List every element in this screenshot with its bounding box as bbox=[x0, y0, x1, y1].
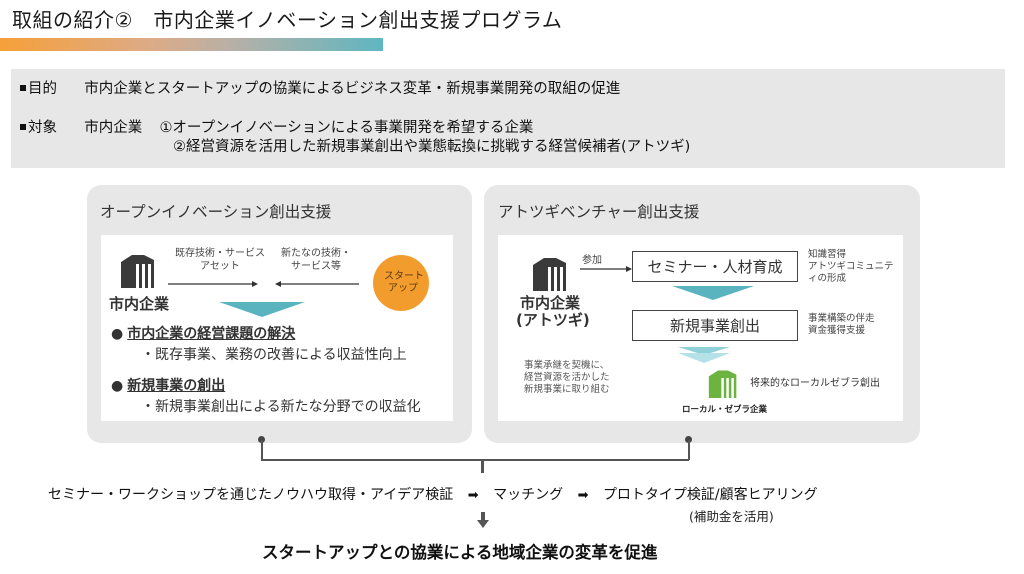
company-label: 市内企業 bbox=[109, 295, 170, 313]
note-line: 知識習得 bbox=[808, 249, 847, 260]
step-seminar-box: セミナー・人材育成 bbox=[632, 251, 798, 282]
point-1-heading: ●市内企業の経営課題の解決 bbox=[111, 323, 407, 343]
connector-stem bbox=[481, 460, 484, 473]
title-accent-bar bbox=[0, 38, 383, 51]
building-icon bbox=[533, 258, 566, 291]
connector-dot-left bbox=[258, 436, 265, 443]
purpose-label: 目的 bbox=[28, 81, 57, 97]
step-seminar-note: 知識習得 アトツギコミュニテ ィの形成 bbox=[808, 249, 894, 285]
target-item-1: ①オープンイノベーションによる事業開発を希望する企業 bbox=[159, 120, 534, 136]
atotsugi-panel: 市内企業 (アトツギ) 参加 セミナー・人材育成 知識習得 アトツギコミュニテ … bbox=[498, 235, 903, 421]
outcome-company-label: ローカル・ゼブラ企業 bbox=[682, 405, 768, 415]
building-icon bbox=[121, 255, 154, 288]
page-title: 取組の紹介② 市内企業イノベーション創出支援プログラム bbox=[12, 8, 563, 32]
company-label-line: (アトツギ) bbox=[516, 311, 590, 329]
note-line: 事業承継を契機に、 bbox=[524, 360, 610, 371]
arrow-left-caption-line: 既存技術・サービス bbox=[175, 248, 265, 259]
target-label: 対象 bbox=[28, 120, 57, 136]
arrow-right-caption-line: サービス等 bbox=[291, 261, 341, 272]
point-2-heading: ●新規事業の創出 bbox=[111, 375, 421, 395]
target-row: 対象 市内企業 ①オープンイノベーションによる事業開発を希望する企業 bbox=[20, 116, 533, 137]
connector-dot-right bbox=[685, 436, 692, 443]
connector-line-horizontal bbox=[261, 459, 689, 461]
arrow-left-caption-line: アセット bbox=[200, 261, 240, 272]
startup-label-line: スタート bbox=[384, 271, 424, 282]
arrow-right-caption-line: 新たなの技術・ bbox=[281, 248, 351, 259]
atotsugi-left-note: 事業承継を契機に、 経営資源を活かした 新規事業に取り組む bbox=[524, 360, 610, 396]
conclusion-text: スタートアップとの協業による地域企業の変革を促進 bbox=[262, 543, 658, 562]
process-flow: セミナー・ワークショップを通じたノウハウ取得・アイデア検証 ➡ マッチング ➡ … bbox=[48, 484, 818, 504]
flow-step-3-note: (補助金を活用) bbox=[689, 509, 774, 524]
note-line: 資金獲得支援 bbox=[808, 325, 866, 336]
arrow-right-icon bbox=[580, 266, 632, 272]
open-innovation-title: オープンイノベーション創出支援 bbox=[100, 203, 332, 221]
startup-label-line: アップ bbox=[388, 283, 418, 294]
atotsugi-company-label: 市内企業 (アトツギ) bbox=[516, 294, 590, 329]
right-arrow-icon: ➡ bbox=[467, 488, 479, 503]
point-2-heading-text: 新規事業の創出 bbox=[127, 378, 226, 394]
note-line: 新規事業に取り組む bbox=[524, 384, 610, 395]
flow-step-1: セミナー・ワークショップを通じたノウハウ取得・アイデア検証 bbox=[48, 487, 454, 503]
arrow-right-caption: 新たなの技術・ サービス等 bbox=[273, 247, 359, 273]
arrow-left-caption: 既存技術・サービス アセット bbox=[167, 247, 273, 273]
open-innovation-panel: 市内企業 既存技術・サービス アセット 新たなの技術・ サービス等 スタート ア… bbox=[101, 235, 453, 421]
atotsugi-card: アトツギベンチャー創出支援 市内企業 (アトツギ) 参加 セミナー・人材育成 知… bbox=[484, 185, 920, 443]
target-subject: 市内企業 bbox=[84, 120, 143, 136]
arrow-left-icon bbox=[275, 281, 359, 287]
point-2-detail: ・新規事業創出による新たな分野での収益化 bbox=[141, 399, 421, 415]
atotsugi-title: アトツギベンチャー創出支援 bbox=[498, 203, 700, 221]
target-item-2: ②経営資源を活用した新規事業創出や業態転換に挑戦する経営候補者(アトツギ) bbox=[173, 139, 691, 155]
right-arrow-icon: ➡ bbox=[577, 488, 589, 503]
step-new-business-box: 新規事業創出 bbox=[632, 310, 798, 341]
double-chevron-down-icon bbox=[678, 347, 730, 363]
arrow-right-icon bbox=[168, 281, 258, 287]
point-1-detail: ・既存事業、業務の改善による収益性向上 bbox=[141, 347, 407, 363]
join-label: 参加 bbox=[582, 255, 602, 266]
note-line: ィの形成 bbox=[808, 273, 847, 284]
down-chevron-arrow-icon bbox=[672, 286, 754, 300]
flow-step-2: マッチング bbox=[493, 487, 564, 503]
connector-line-left bbox=[261, 440, 263, 460]
note-line: アトツギコミュニテ bbox=[808, 261, 894, 272]
square-bullet-icon bbox=[20, 85, 26, 91]
step-new-business-note: 事業構築の伴走 資金獲得支援 bbox=[808, 313, 875, 337]
startup-circle: スタート アップ bbox=[373, 255, 429, 311]
purpose-row: 目的 市内企業とスタートアップの協業によるビジネス変革・新規事業開発の取組の促進 bbox=[20, 77, 620, 98]
open-innovation-card: オープンイノベーション創出支援 市内企業 既存技術・サービス アセット 新たなの… bbox=[87, 185, 472, 443]
purpose-text: 市内企業とスタートアップの協業によるビジネス変革・新規事業開発の取組の促進 bbox=[84, 81, 621, 97]
down-chevron-arrow-icon bbox=[219, 302, 305, 317]
connector-line-right bbox=[688, 440, 690, 460]
program-info-box: 目的 市内企業とスタートアップの協業によるビジネス変革・新規事業開発の取組の促進… bbox=[11, 69, 1005, 168]
outcome-text: 将来的なローカルゼブラ創出 bbox=[750, 378, 880, 389]
note-line: 経営資源を活かした bbox=[524, 372, 610, 383]
point-1: ●市内企業の経営課題の解決 ・既存事業、業務の改善による収益性向上 bbox=[111, 323, 407, 364]
point-2: ●新規事業の創出 ・新規事業創出による新たな分野での収益化 bbox=[111, 375, 421, 416]
bullet-dot-icon: ● bbox=[111, 326, 124, 342]
point-1-heading-text: 市内企業の経営課題の解決 bbox=[127, 326, 296, 342]
green-building-icon bbox=[708, 370, 737, 398]
note-line: 事業構築の伴走 bbox=[808, 313, 875, 324]
flow-step-3: プロトタイプ検証/顧客ヒアリング bbox=[602, 487, 818, 503]
down-arrow-icon bbox=[477, 512, 489, 528]
square-bullet-icon bbox=[20, 124, 26, 130]
company-label-line: 市内企業 bbox=[519, 294, 580, 312]
bullet-dot-icon: ● bbox=[111, 378, 124, 394]
